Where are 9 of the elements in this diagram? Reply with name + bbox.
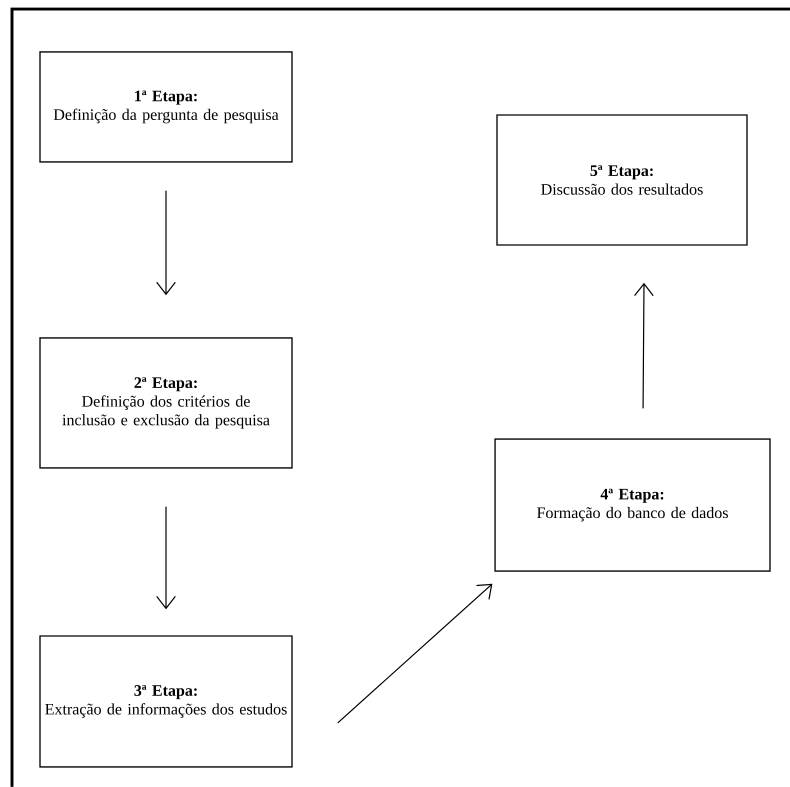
step-box: 1ª Etapa: Definição da pergunta de pesquisa [39,51,293,163]
arrow [156,506,176,610]
arrow [337,584,492,724]
arrow [156,190,176,296]
arrow [634,282,654,408]
step-box: 4ª Etapa: Formação do banco de dados [494,438,771,572]
step-box: 3ª Etapa: Extração de informações dos estudos [39,635,293,768]
step-box: 2ª Etapa: Definição dos critérios de inclusão e exclusão da pesquisa [39,337,293,469]
step-box: 5ª Etapa: Discussão dos resultados [496,114,748,246]
